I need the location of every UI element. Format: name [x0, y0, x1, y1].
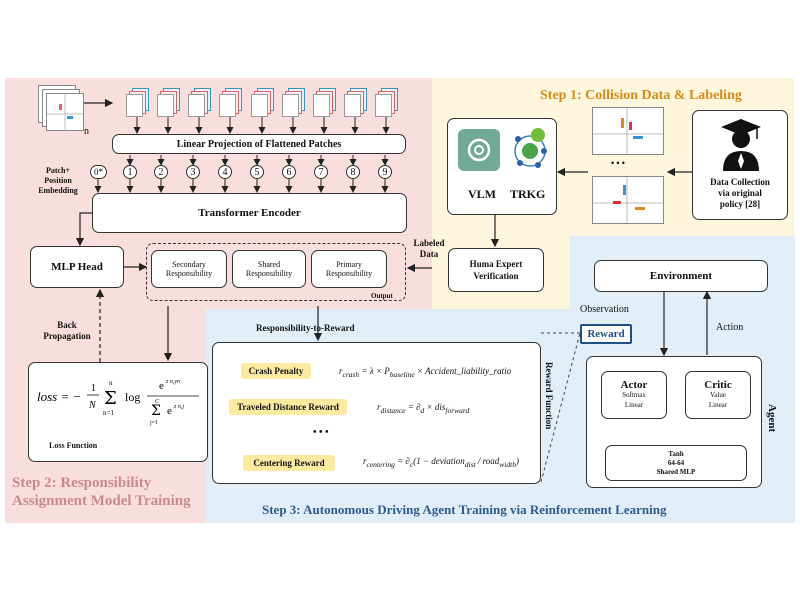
loss-function-box: loss = − 1 N Σ n n=1 log e z n,yn Σ C j=… [28, 362, 208, 462]
token-9: 9 [378, 165, 392, 179]
reward-function-vertical-label: Reward Function [544, 362, 554, 430]
token-2: 2 [154, 165, 168, 179]
reward-function-box: Crash Penalty rcrash = λ × Pbaseline × A… [212, 342, 541, 484]
trkg-graph-icon [508, 127, 552, 173]
loss-formula: loss = − 1 N Σ n n=1 log e z n,yn Σ C j=… [37, 379, 199, 426]
token-cls: 0* [90, 165, 107, 179]
graduate-person-icon [719, 117, 763, 171]
transformer-encoder-box: Transformer Encoder [92, 193, 407, 233]
step3-title: Step 3: Autonomous Driving Agent Trainin… [262, 502, 667, 517]
svg-text:loss = −: loss = − [37, 389, 81, 404]
actor-box: Actor Softmax Linear [601, 371, 667, 419]
linear-projection-label: Linear Projection of Flattened Patches [176, 138, 342, 150]
environment-label: Environment [649, 270, 713, 282]
svg-text:C: C [155, 399, 160, 405]
stack-count-label: n [84, 126, 89, 137]
vlm-logo-icon [458, 129, 500, 171]
mlp-head-box: MLP Head [30, 246, 124, 288]
centering-formula: rcentering = ∂c(1 − deviationdist / road… [363, 456, 519, 469]
step1-title: Step 1: Collision Data & Labeling [540, 88, 742, 103]
svg-text:N: N [88, 400, 97, 411]
svg-text:Σ: Σ [104, 388, 117, 409]
reward-dots: • • • [313, 427, 329, 438]
patch-embedding-label: Patch+ Position Embedding [38, 166, 78, 195]
distance-formula: rdistance = ∂d × disforward [377, 402, 470, 415]
primary-responsibility-box: Primary Responsibility [311, 250, 387, 288]
mlp-head-label: MLP Head [51, 261, 103, 273]
action-label: Action [716, 322, 744, 333]
token-4: 4 [218, 165, 232, 179]
crash-formula: rcrash = λ × Pbaseline × Accident_liabil… [339, 366, 512, 379]
step2-title: Step 2: Responsibility Assignment Model … [12, 475, 191, 509]
input-frame-front [46, 93, 84, 131]
output-group [146, 243, 406, 301]
svg-text:Σ: Σ [151, 403, 161, 419]
linear-projection-box: Linear Projection of Flattened Patches [112, 134, 406, 154]
secondary-responsibility-box: Secondary Responsibility [151, 250, 227, 288]
reward-label: Reward [587, 328, 625, 340]
data-collection-label: Data Collection via original policy [28] [710, 177, 770, 209]
token-8: 8 [346, 165, 360, 179]
token-5: 5 [250, 165, 264, 179]
intersection-thumbnail-icon [47, 94, 83, 130]
vlm-trkg-box: VLM TRKG [447, 118, 557, 215]
vlm-label: VLM [468, 187, 496, 201]
shared-mlp-box: Tanh 64-64 Shared MLP [605, 445, 747, 481]
trkg-label: TRKG [510, 187, 546, 201]
actor-label: Actor [620, 379, 648, 391]
observation-label: Observation [580, 304, 629, 315]
reward-box: Reward [580, 324, 632, 344]
output-label: Output [371, 292, 393, 300]
collision-frame-bottom [592, 176, 664, 224]
critic-box: Critic Value Linear [685, 371, 751, 419]
token-7: 7 [314, 165, 328, 179]
environment-box: Environment [594, 260, 768, 292]
crash-penalty-label: Crash Penalty [241, 363, 311, 379]
token-1: 1 [123, 165, 137, 179]
svg-text:z n,yn: z n,yn [165, 379, 180, 385]
collision-frame-top [592, 107, 664, 155]
agent-box: Actor Softmax Linear Critic Value Linear… [586, 356, 762, 488]
agent-vertical-label: Agent [766, 404, 778, 433]
resp-to-reward-label: Responsibility-to-Reward [256, 323, 355, 333]
back-propagation-label: Back Propagation [43, 320, 91, 341]
svg-text:1: 1 [91, 383, 96, 394]
svg-text:n=1: n=1 [103, 409, 114, 417]
expert-verification-box: Huma Expert Verification [448, 248, 544, 292]
critic-label: Critic [704, 379, 732, 391]
traveled-distance-label: Traveled Distance Reward [229, 399, 347, 415]
svg-text:log: log [125, 390, 140, 404]
token-6: 6 [282, 165, 296, 179]
centering-reward-label: Centering Reward [243, 455, 335, 471]
labeled-data-label: Labeled Data [413, 238, 445, 259]
svg-text:e: e [167, 405, 172, 417]
svg-text:z n,j: z n,j [173, 404, 184, 410]
loss-function-label: Loss Function [49, 441, 98, 450]
svg-text:n: n [109, 379, 113, 387]
svg-text:e: e [159, 380, 164, 392]
frames-ellipsis: • • • [611, 158, 625, 168]
data-collection-box: Data Collection via original policy [28] [692, 110, 788, 220]
shared-responsibility-box: Shared Responsibility [232, 250, 306, 288]
transformer-encoder-label: Transformer Encoder [198, 207, 301, 219]
svg-text:j=1: j=1 [149, 420, 158, 426]
token-3: 3 [186, 165, 200, 179]
